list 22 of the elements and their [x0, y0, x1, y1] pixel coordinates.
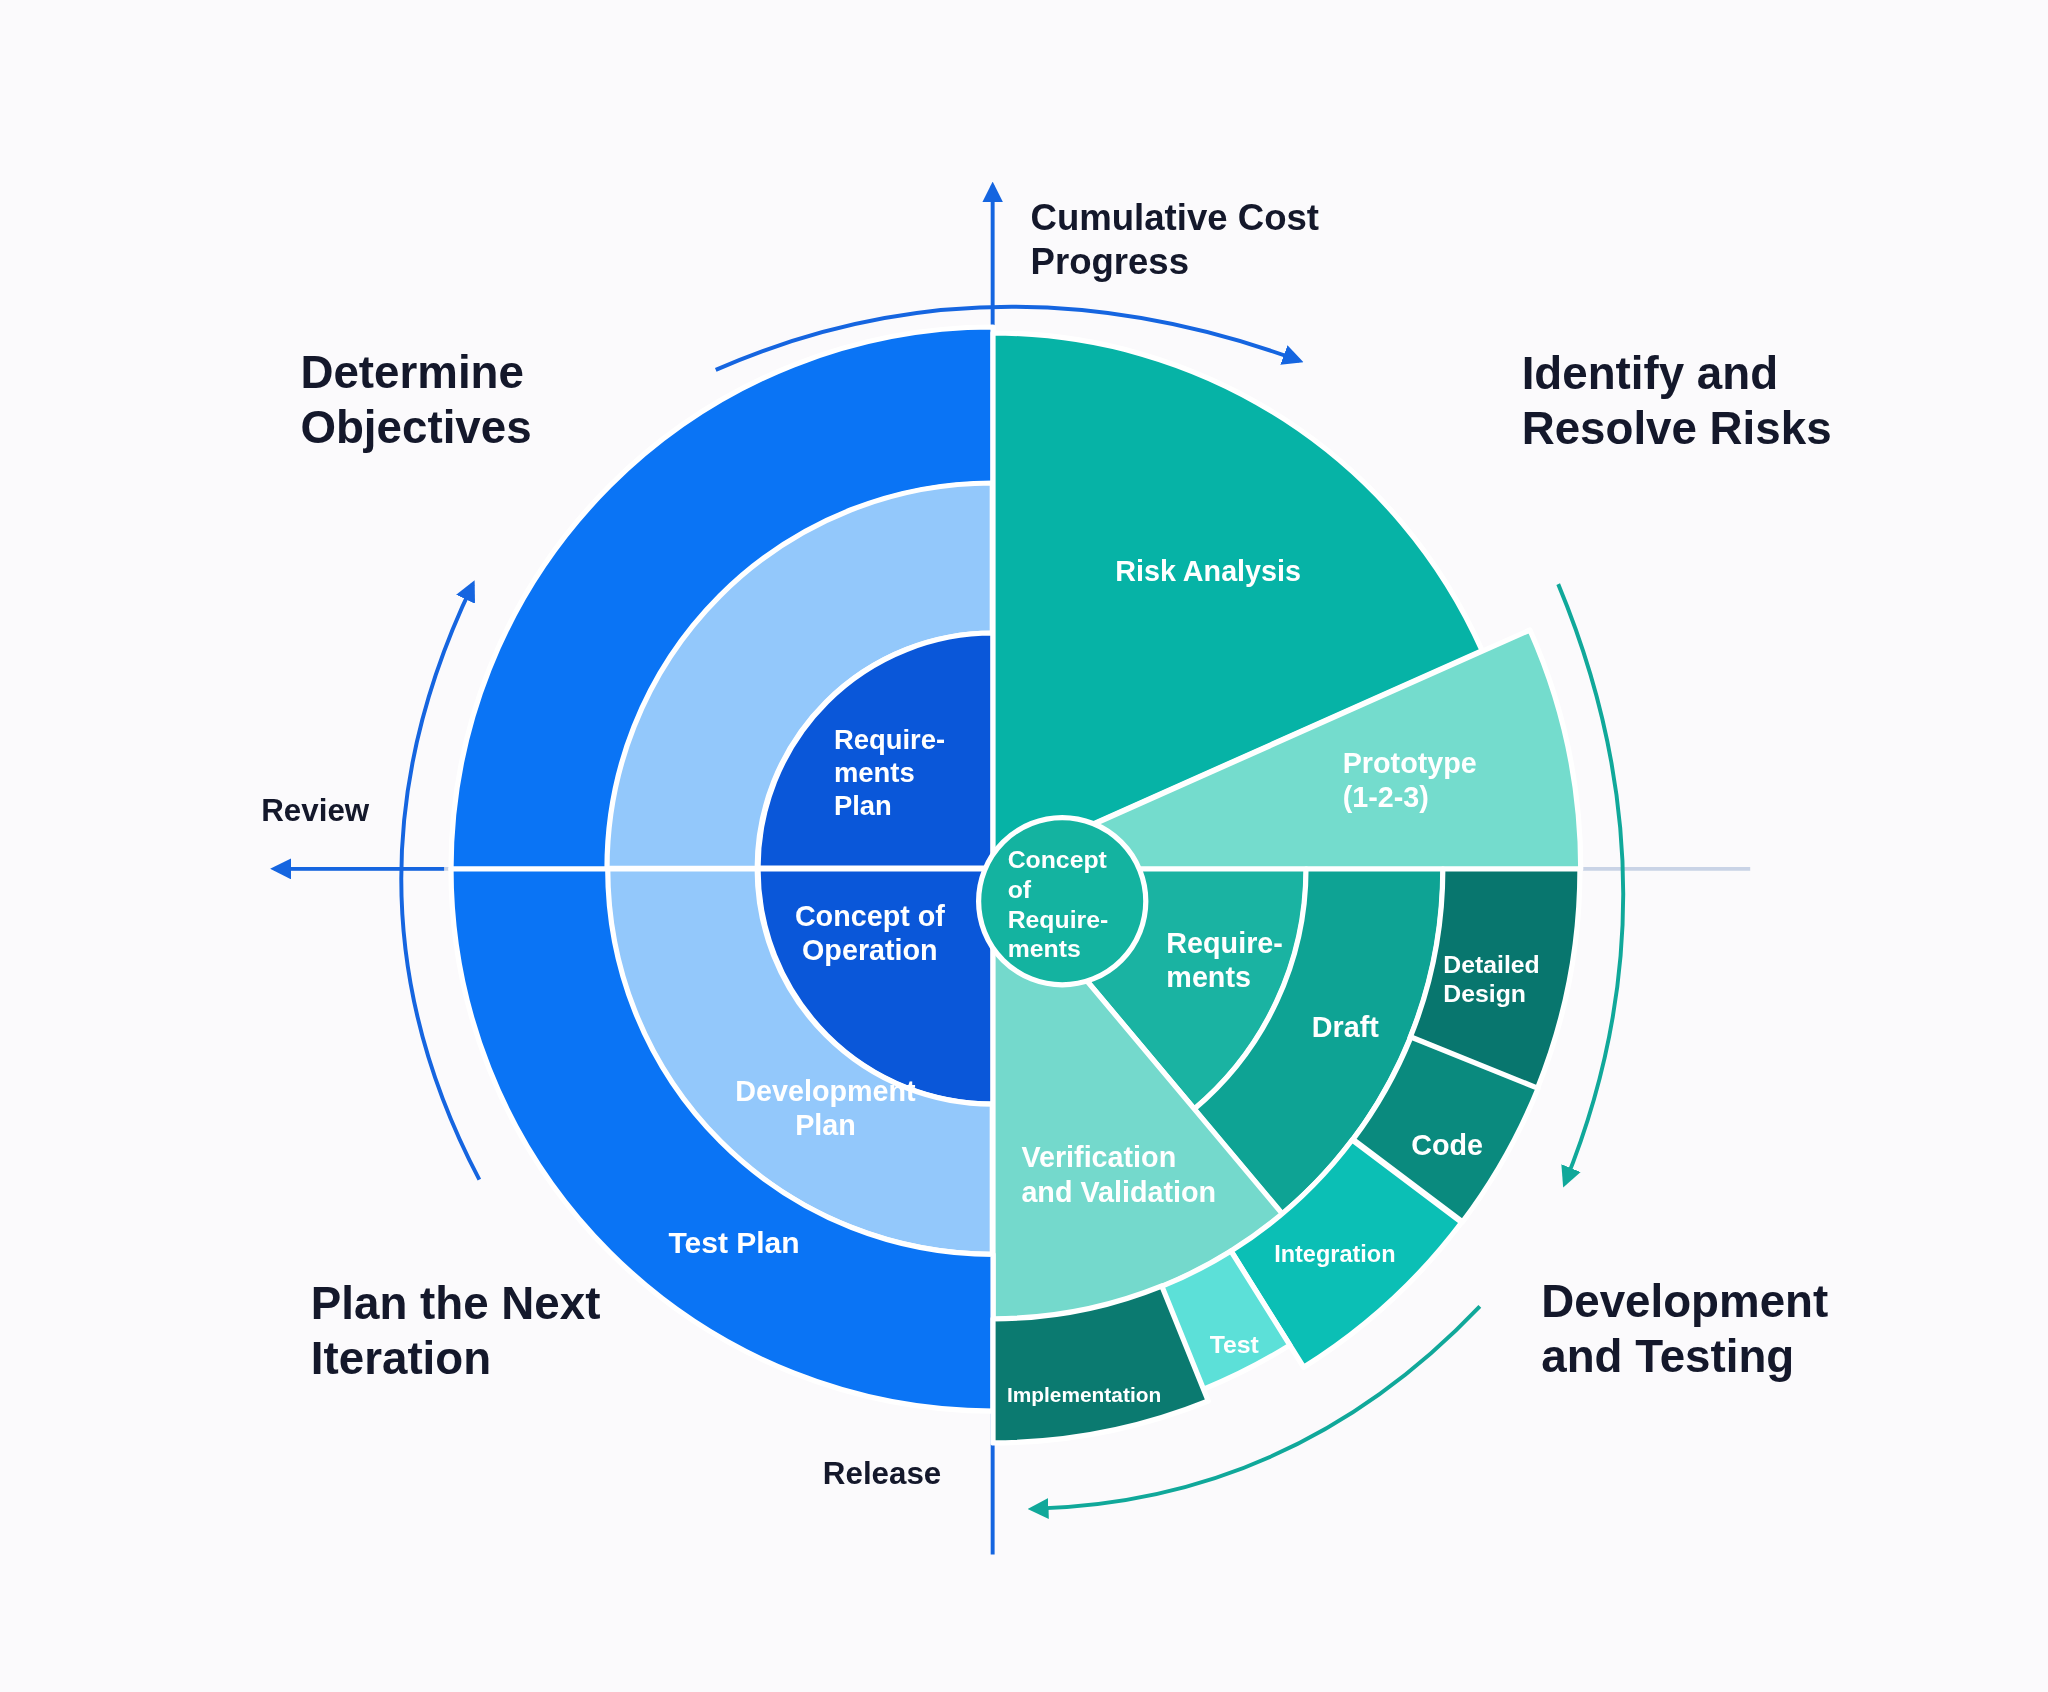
segment-label: Detailed Design [1443, 949, 1541, 1010]
quadrant-title: Plan the Next Iteration [310, 1277, 602, 1387]
segment-label: Require- ments Plan [833, 723, 947, 823]
segment-label: Integration [1273, 1239, 1397, 1268]
quadrant-title: Development and Testing [1541, 1274, 1830, 1384]
quadrant-title: Determine Objectives [300, 346, 533, 455]
axis-label: Cumulative Cost Progress [1030, 195, 1320, 284]
quadrant-title: Identify and Resolve Risks [1521, 347, 1833, 457]
axis-label: Review [261, 791, 371, 830]
segment-label: Risk Analysis [1114, 553, 1302, 588]
segment-label: Concept of Operation [793, 898, 946, 968]
segment-label: Verification and Validation [1021, 1139, 1218, 1209]
segment-label: Draft [1310, 1009, 1380, 1044]
segment-label: Implementation [1005, 1382, 1163, 1408]
segment-label: Development Plan [734, 1073, 917, 1143]
segment-label: Concept of Require- ments [1007, 845, 1110, 965]
segment-label: Code [1410, 1128, 1485, 1163]
axis-label: Release [822, 1455, 943, 1493]
segment-label: Test Plan [667, 1225, 801, 1262]
segment-label: Prototype (1-2-3) [1342, 745, 1478, 815]
segment-label: Require- ments [1166, 925, 1284, 995]
segment-label: Test [1208, 1330, 1260, 1361]
